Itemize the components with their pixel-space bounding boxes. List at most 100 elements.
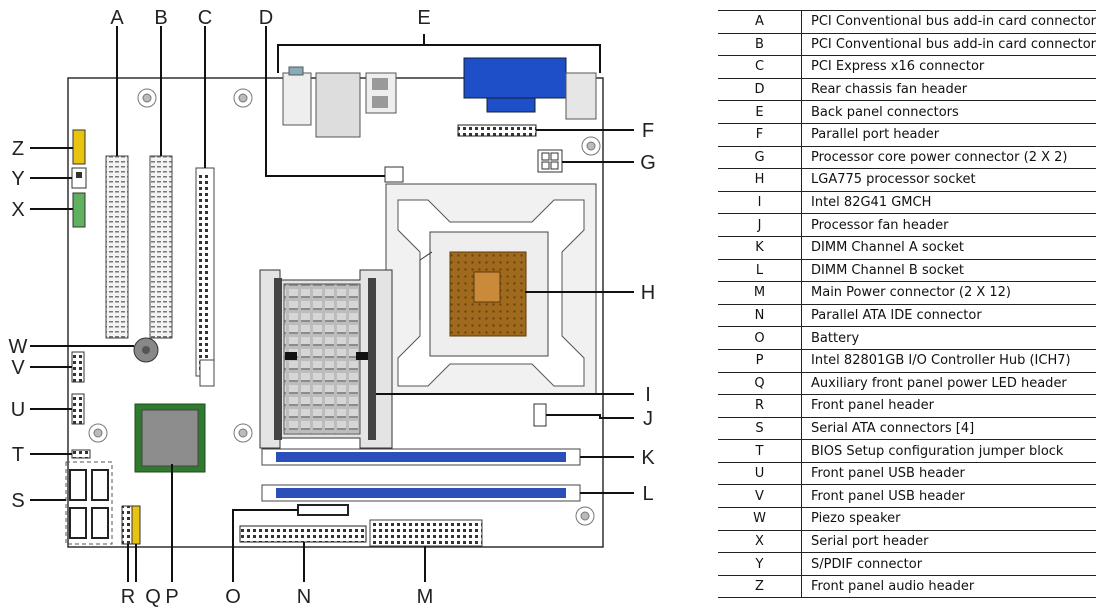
- legend-description: Intel 82G41 GMCH: [801, 191, 1096, 215]
- legend-description: PCI Express x16 connector: [801, 55, 1096, 79]
- legend-code: G: [718, 146, 803, 170]
- rear-fan-header: [384, 166, 404, 183]
- callout-h: H: [641, 282, 655, 304]
- legend-description: Front panel USB header: [801, 484, 1096, 509]
- legend-description: Parallel port header: [801, 123, 1096, 147]
- legend-description: Front panel audio header: [801, 575, 1096, 599]
- legend-code: F: [718, 123, 803, 147]
- callout-b: B: [154, 7, 167, 29]
- callout-s: S: [11, 490, 24, 512]
- legend-code: E: [718, 100, 803, 124]
- legend-description: Intel 82801GB I/O Controller Hub (ICH7): [801, 349, 1096, 373]
- callout-v: V: [11, 357, 25, 379]
- legend-description: S/PDIF connector: [801, 552, 1096, 576]
- vga-port: [463, 57, 567, 99]
- legend-description: Front panel header: [801, 394, 1096, 418]
- legend-code: L: [718, 259, 803, 283]
- legend-code: M: [718, 281, 803, 305]
- sata-connectors: [65, 461, 113, 545]
- front-panel-header: [121, 505, 133, 545]
- legend-code: V: [718, 484, 803, 509]
- legend-code: I: [718, 191, 803, 215]
- legend-code: K: [718, 236, 803, 260]
- legend-description: PCI Conventional bus add-in card connect…: [801, 33, 1096, 57]
- callout-o: O: [225, 586, 241, 608]
- callout-e: E: [417, 7, 430, 29]
- legend-description: DIMM Channel B socket: [801, 259, 1096, 283]
- processor-core-power-connector: [537, 149, 563, 173]
- legend-description: Battery: [801, 326, 1096, 350]
- legend-code: A: [718, 10, 803, 34]
- callout-w: W: [9, 336, 28, 358]
- legend-code: X: [718, 530, 803, 554]
- legend-description: Back panel connectors: [801, 100, 1096, 124]
- legend-description: PCI Conventional bus add-in card connect…: [801, 10, 1096, 34]
- motherboard-diagram: A B C D E F G H I J K L M N O P Q R S T …: [9, 7, 656, 608]
- front-panel-audio-header: [72, 129, 86, 165]
- processor-socket-area: [385, 183, 597, 395]
- processor-fan-header: [533, 403, 547, 427]
- back-panel-connectors: [282, 57, 597, 138]
- legend-code: N: [718, 304, 803, 328]
- legend-code: Q: [718, 372, 803, 396]
- callout-d: D: [259, 7, 273, 29]
- legend-description: Processor fan header: [801, 213, 1096, 237]
- callout-m: M: [417, 586, 434, 608]
- pci-slot-a: [105, 155, 129, 339]
- main-power-connector: [369, 519, 483, 547]
- legend-description: Serial ATA connectors [4]: [801, 417, 1096, 441]
- callout-k: K: [641, 447, 655, 469]
- legend-description: Processor core power connector (2 X 2): [801, 146, 1096, 170]
- battery: [297, 504, 349, 516]
- front-panel-usb-header-v: [71, 351, 85, 383]
- parallel-port-header: [457, 124, 537, 137]
- leader-lines: [30, 26, 634, 582]
- legend-code: T: [718, 439, 803, 463]
- legend-description: Piezo speaker: [801, 507, 1096, 531]
- ide-connector: [239, 525, 367, 543]
- bios-jumper-block: [71, 449, 91, 459]
- callout-t: T: [12, 444, 24, 466]
- legend-description: Front panel USB header: [801, 462, 1096, 486]
- callout-r: R: [121, 586, 135, 608]
- legend-code: W: [718, 507, 803, 531]
- legend-code: S: [718, 417, 803, 441]
- legend-description: Main Power connector (2 X 12): [801, 281, 1096, 305]
- legend-code: D: [718, 78, 803, 102]
- legend-description: BIOS Setup configuration jumper block: [801, 439, 1096, 463]
- mounting-holes: [88, 88, 601, 526]
- pci-slot-b: [149, 155, 173, 339]
- callout-y: Y: [11, 168, 24, 190]
- legend-code: Z: [718, 575, 803, 599]
- dimm-sockets: [261, 448, 581, 502]
- callout-n: N: [297, 586, 311, 608]
- callout-p: P: [165, 586, 178, 608]
- legend-code: H: [718, 168, 803, 192]
- callout-x: X: [11, 199, 24, 221]
- front-panel-usb-header-u: [71, 393, 85, 425]
- legend-code: P: [718, 349, 803, 373]
- legend-description: Auxiliary front panel power LED header: [801, 372, 1096, 396]
